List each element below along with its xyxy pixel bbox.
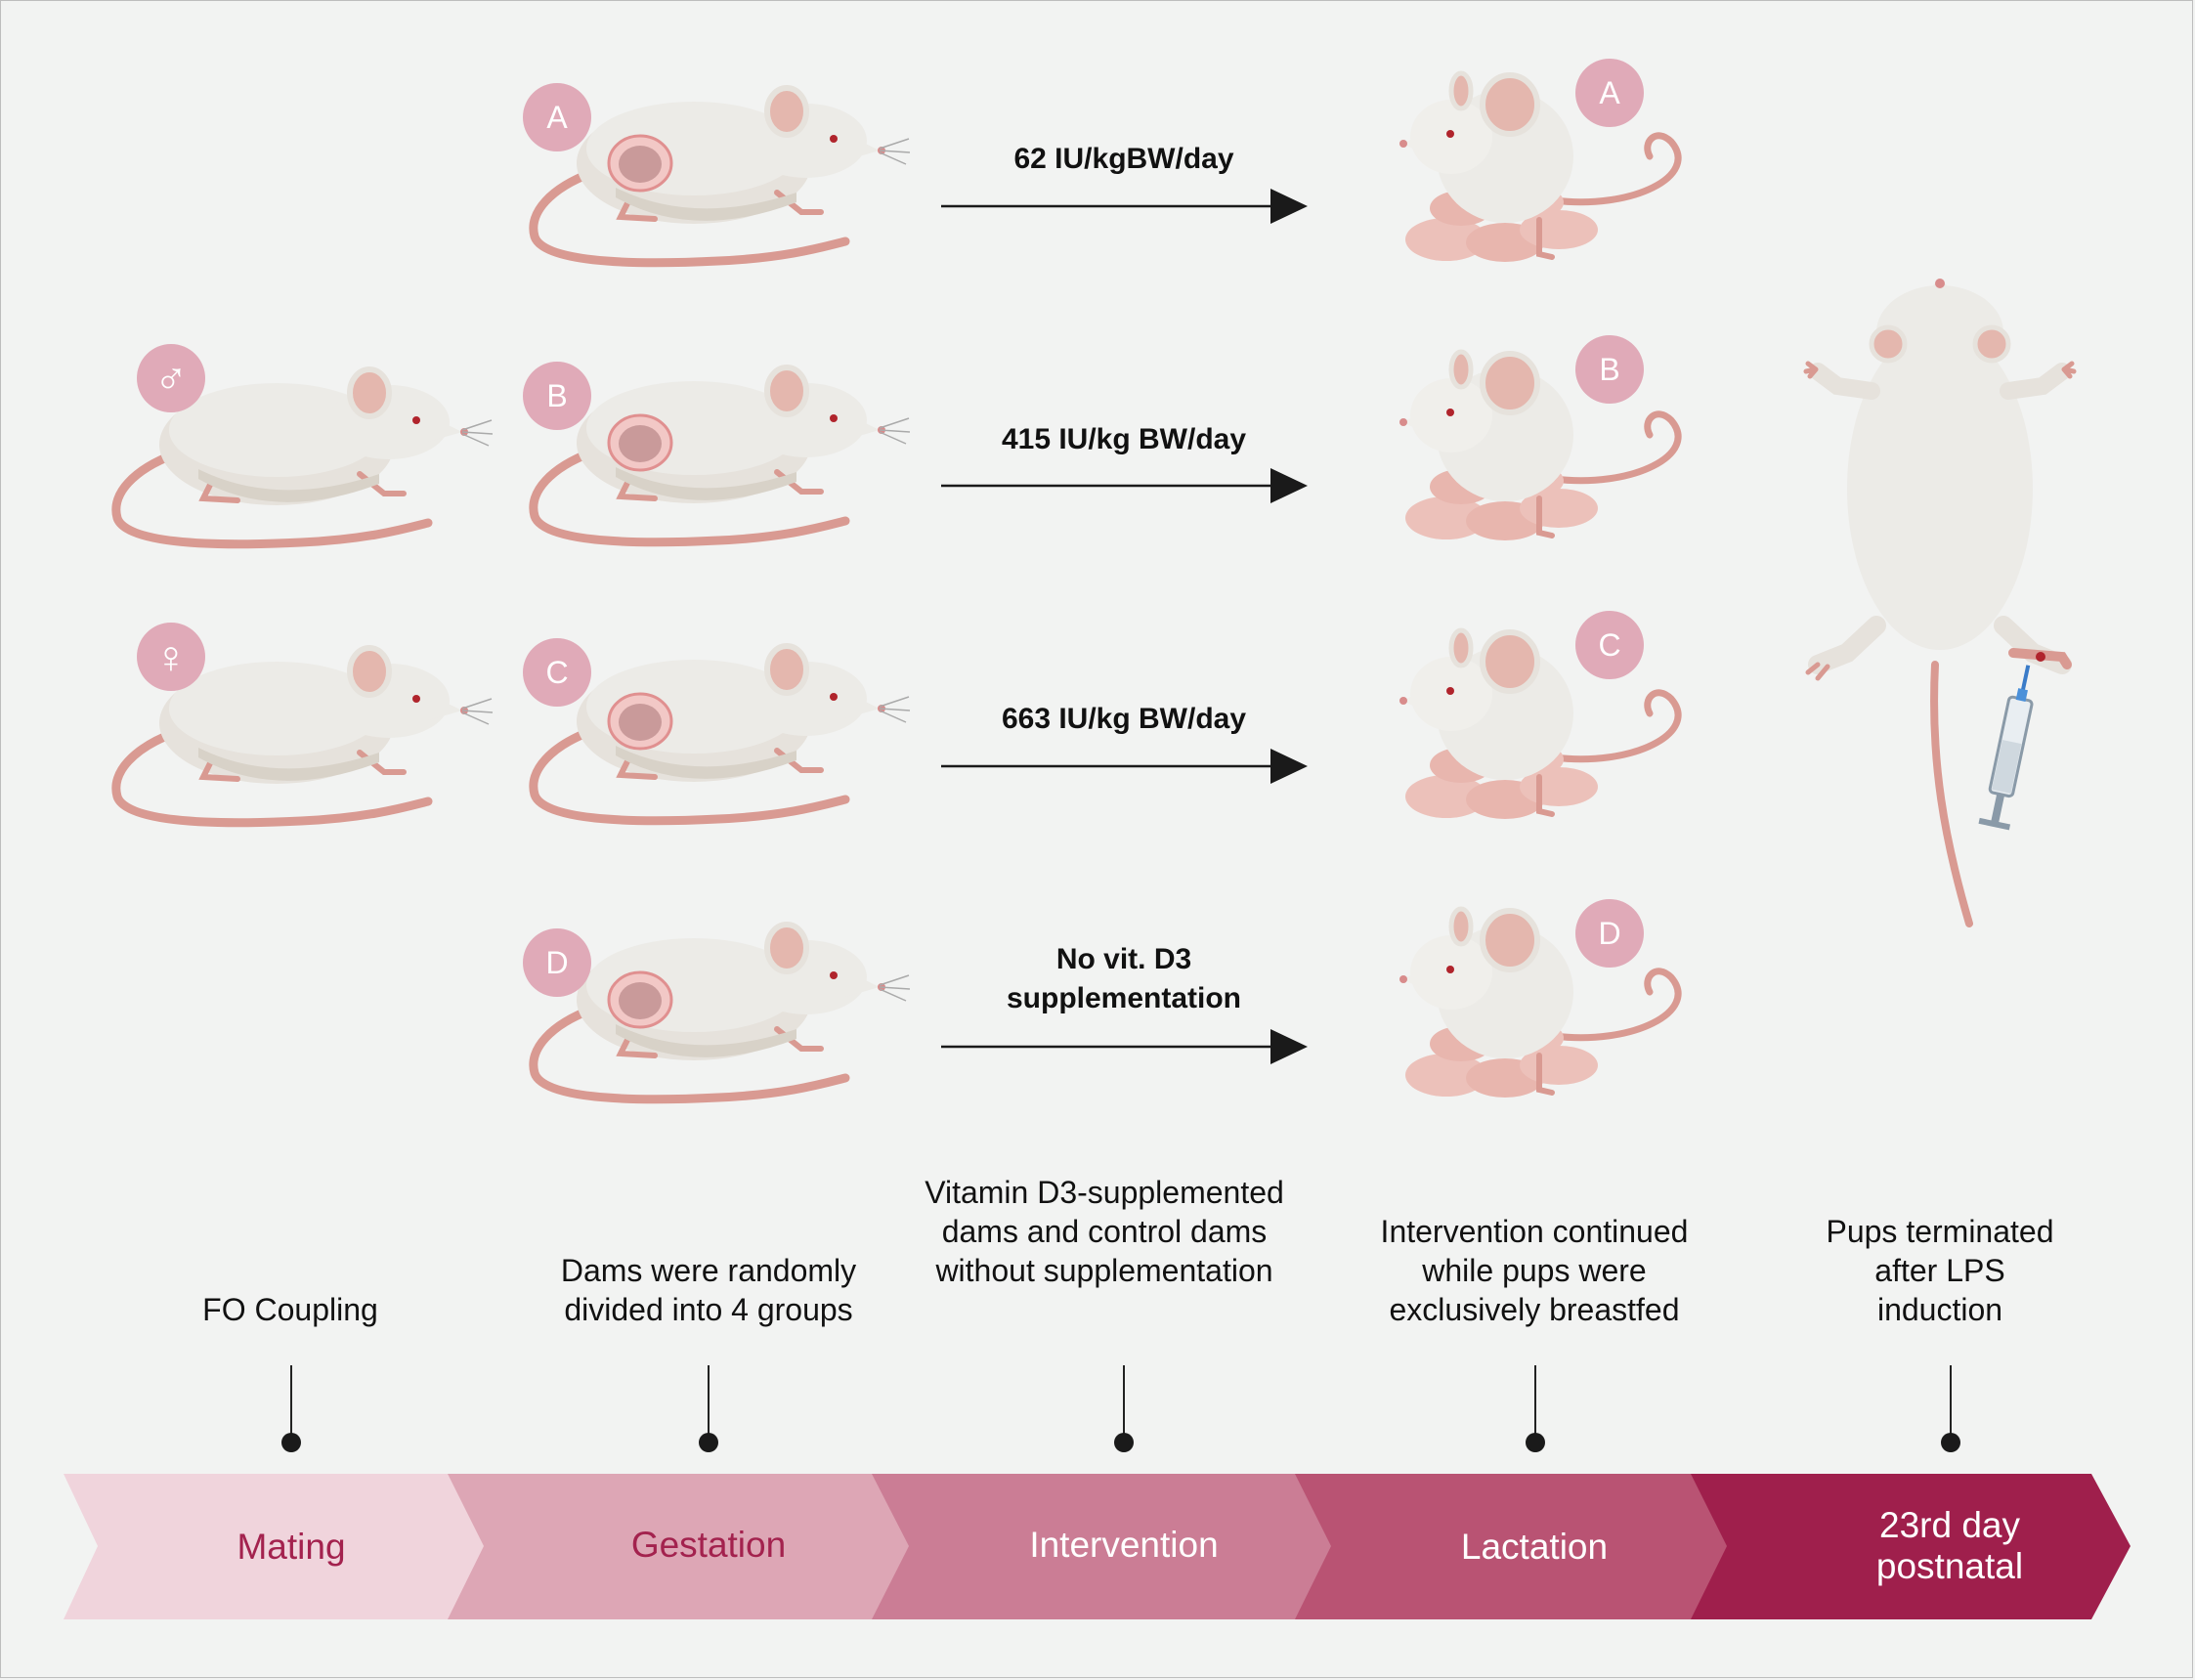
female-symbol-badge: ♀ (137, 623, 205, 691)
timeline-marker-line-intervention (1123, 1365, 1125, 1434)
stage-description-lactation: Intervention continued while pups were e… (1380, 1214, 1689, 1327)
stage-label-gestation: Gestation (630, 1525, 787, 1565)
timeline-marker-line-lactation (1534, 1365, 1536, 1434)
stage-label-mating: Mating (237, 1527, 346, 1567)
stage-lactation-chevron (1295, 1474, 1764, 1619)
terminated-pup-illustration (1803, 279, 2077, 927)
group-b-badge-dam: B (523, 362, 591, 430)
timeline-marker-dot-intervention (1114, 1433, 1134, 1452)
stage-description-mating: FO Coupling (202, 1292, 378, 1327)
group-a-badge-mother: A (1575, 59, 1644, 127)
stage-label-intervention: Intervention (1029, 1525, 1219, 1565)
stage-mating-chevron (64, 1474, 500, 1619)
stage-description-gestation: Dams were randomly divided into 4 groups (560, 1253, 857, 1327)
timeline-marker-dot-mating (281, 1433, 301, 1452)
stage-postnatal-chevron (1691, 1474, 2130, 1619)
group-d-badge-mother: D (1575, 899, 1644, 968)
timeline-marker-dot-postnatal (1941, 1433, 1960, 1452)
stage-description-intervention: Vitamin D3-supplemented dams and control… (925, 1175, 1284, 1288)
arrow-d (941, 1029, 1308, 1064)
timeline-marker-line-mating (290, 1365, 292, 1434)
dam-d-illustration (534, 925, 910, 1099)
dose-label-a: 62 IU/kgBW/day (1013, 143, 1234, 175)
dose-label-d: No vit. D3 supplementation (1006, 943, 1241, 1014)
timeline-marker-line-postnatal (1950, 1365, 1952, 1434)
group-a-badge-dam: A (523, 83, 591, 151)
timeline-marker-line-gestation (708, 1365, 710, 1434)
group-c-badge-dam: C (523, 638, 591, 707)
group-b-badge-mother: B (1575, 335, 1644, 404)
arrow-c (941, 749, 1308, 784)
timeline-marker-dot-gestation (699, 1433, 718, 1452)
stage-gestation-chevron (448, 1474, 924, 1619)
stage-intervention-chevron (872, 1474, 1344, 1619)
timeline-marker-dot-lactation (1526, 1433, 1545, 1452)
dose-label-b: 415 IU/kg BW/day (1001, 423, 1247, 455)
dose-label-c: 663 IU/kg BW/day (1001, 703, 1247, 735)
stage-label-postnatal: 23rd day postnatal (1875, 1505, 2024, 1586)
arrow-b (941, 468, 1308, 503)
arrow-a (941, 189, 1308, 224)
group-d-badge-dam: D (523, 928, 591, 997)
stage-description-postnatal: Pups terminated after LPS induction (1826, 1214, 2054, 1327)
stage-label-lactation: Lactation (1460, 1527, 1609, 1567)
syringe-icon (1976, 660, 2045, 833)
group-c-badge-mother: C (1575, 611, 1644, 679)
male-symbol-badge: ♂ (137, 344, 205, 412)
